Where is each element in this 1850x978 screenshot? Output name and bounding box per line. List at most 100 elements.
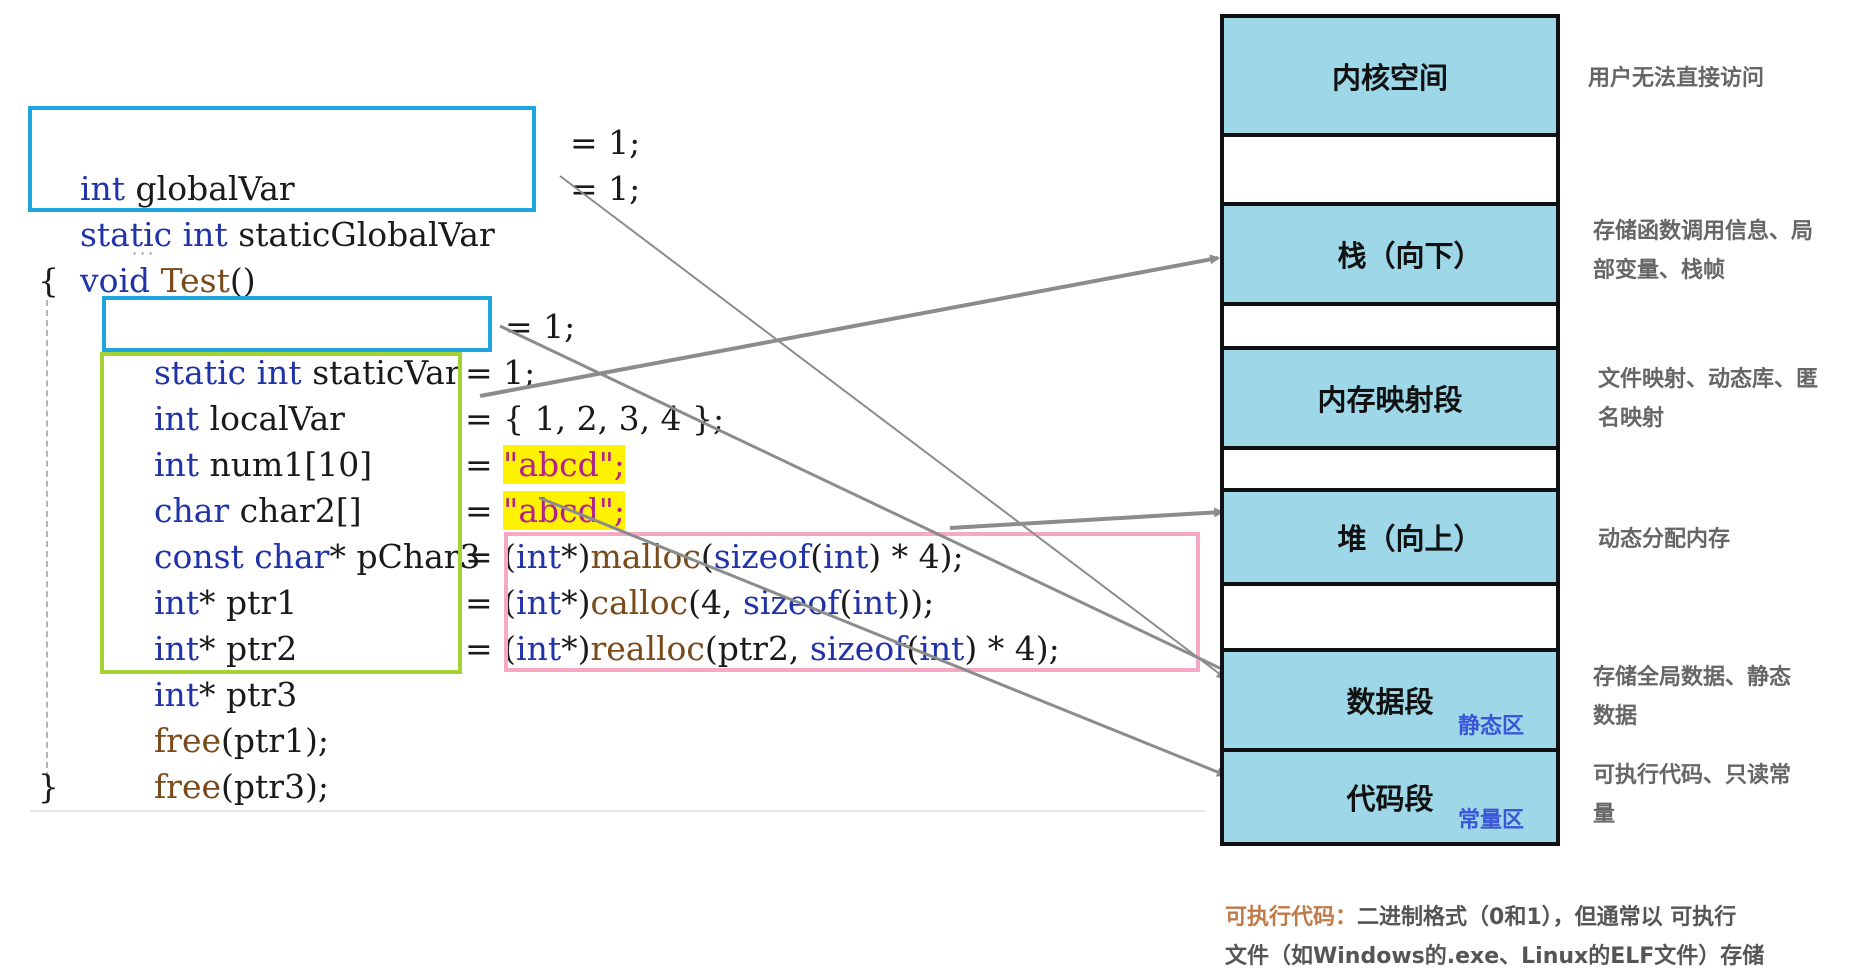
punctuation: { bbox=[38, 261, 59, 300]
keyword: int bbox=[153, 583, 200, 622]
static-local-frame bbox=[102, 296, 492, 352]
code-assign-globalvar: = 1; bbox=[570, 120, 640, 166]
segment-label: 堆（向上） bbox=[1337, 522, 1483, 556]
note-text: 数据 bbox=[1593, 704, 1638, 729]
segment-divider bbox=[1224, 748, 1556, 752]
code-line-ptr1: int* ptr1 bbox=[112, 534, 297, 622]
segment-label: 代码段 bbox=[1346, 782, 1434, 816]
keyword: int bbox=[153, 675, 200, 714]
segment-label: 内存映射段 bbox=[1317, 383, 1463, 417]
note-text: 文件映射、动态库、匿 bbox=[1598, 367, 1819, 392]
note-text: 文件（如Windows的.exe、Linux的ELF文件）存储 bbox=[1225, 944, 1765, 969]
note-text: 可执行代码、只读常 bbox=[1593, 763, 1792, 788]
note-lead: 可执行代码： bbox=[1225, 905, 1358, 930]
identifier: * ptr3 bbox=[199, 675, 298, 714]
code-panel: int globalVar = 1; static int staticGlob… bbox=[28, 106, 1205, 812]
code-line-globalvar: int globalVar bbox=[38, 120, 295, 208]
segment-divider bbox=[1224, 582, 1556, 586]
code-assign-staticvar: = 1; bbox=[505, 304, 575, 350]
note-text: 部变量、栈帧 bbox=[1593, 258, 1726, 283]
segment-stack: 栈（向下） bbox=[1224, 206, 1556, 302]
segment-label: 内核空间 bbox=[1331, 60, 1448, 95]
identifier: staticVar bbox=[301, 353, 461, 392]
squiggle-marker: ··· bbox=[132, 244, 157, 263]
identifier: staticGlobalVar bbox=[227, 215, 495, 254]
keyword: static int bbox=[153, 353, 302, 392]
keyword: int bbox=[153, 629, 200, 668]
segment-data: 数据段 静态区 bbox=[1224, 652, 1556, 748]
assign-op: = bbox=[465, 445, 504, 484]
segment-tag: 静态区 bbox=[1458, 714, 1525, 739]
segment-divider bbox=[1224, 648, 1556, 652]
code-assign-pchar3: = "abcd"; bbox=[465, 488, 626, 534]
segment-divider bbox=[1224, 488, 1556, 492]
segment-mmap: 内存映射段 bbox=[1224, 350, 1556, 446]
code-line-num1: int num1[10] bbox=[112, 396, 372, 484]
note-data: 存储全局数据、静态数据 bbox=[1593, 658, 1791, 736]
string-literal: "abcd" bbox=[503, 445, 614, 484]
identifier: char2[] bbox=[229, 491, 362, 530]
code-line-ptr2: int* ptr2 bbox=[112, 580, 297, 668]
segment-gap bbox=[1224, 450, 1556, 488]
note-text: 名映射 bbox=[1598, 406, 1665, 431]
memory-layout: 内核空间 栈（向下） 内存映射段 堆（向上） 数据段 静态区 代码段 常量区 bbox=[1220, 14, 1560, 846]
code-line-test-func: void Test() bbox=[38, 212, 256, 300]
semicolon: ; bbox=[613, 445, 626, 484]
identifier: * ptr2 bbox=[199, 629, 298, 668]
code-line-free-ptr1: free(ptr1); bbox=[112, 672, 329, 760]
assign-value: = 1; bbox=[570, 123, 641, 162]
keyword: const char bbox=[153, 537, 330, 576]
executable-code-note: 可执行代码：二进制格式（0和1），但通常以 可执行 文件（如Windows的.e… bbox=[1225, 898, 1825, 976]
punctuation: () bbox=[229, 261, 256, 300]
code-assign-num1: = { 1, 2, 3, 4 }; bbox=[465, 396, 724, 442]
function-name: free bbox=[153, 767, 222, 806]
code-line-localvar: int localVar bbox=[112, 350, 345, 438]
segment-divider bbox=[1224, 202, 1556, 206]
note-text: 二进制格式（0和1），但通常以 可执行 bbox=[1357, 905, 1737, 930]
assign-op: = bbox=[465, 583, 504, 622]
segment-tag: 常量区 bbox=[1458, 808, 1525, 833]
local-vars-frame bbox=[100, 352, 462, 674]
segment-divider bbox=[1224, 302, 1556, 306]
note-text: 存储函数调用信息、局 bbox=[1593, 219, 1814, 244]
assign-op: = bbox=[465, 491, 504, 530]
punctuation: (ptr3); bbox=[221, 767, 330, 806]
note-text: 量 bbox=[1593, 802, 1616, 827]
code-divider bbox=[30, 810, 1205, 812]
identifier: * ptr1 bbox=[199, 583, 298, 622]
segment-divider bbox=[1224, 446, 1556, 450]
segment-heap: 堆（向上） bbox=[1224, 492, 1556, 582]
string-literal: "abcd" bbox=[503, 491, 614, 530]
note-heap: 动态分配内存 bbox=[1598, 520, 1730, 559]
code-line-free-ptr3: free(ptr3); bbox=[112, 718, 329, 806]
identifier: num1[10] bbox=[199, 445, 373, 484]
code-assign-staticglobalvar: = 1; bbox=[570, 166, 640, 212]
note-text: 存储全局数据、静态 bbox=[1593, 665, 1792, 690]
note-kernel: 用户无法直接访问 bbox=[1588, 59, 1764, 98]
code-line-staticvar: static int staticVar bbox=[112, 304, 461, 392]
function-name: Test bbox=[160, 261, 230, 300]
segment-label: 数据段 bbox=[1346, 685, 1434, 719]
identifier: globalVar bbox=[125, 169, 295, 208]
code-line-staticglobalvar: static int staticGlobalVar bbox=[38, 166, 495, 254]
segment-divider bbox=[1224, 346, 1556, 350]
global-static-frame bbox=[28, 106, 536, 212]
identifier: localVar bbox=[199, 399, 345, 438]
segment-gap bbox=[1224, 137, 1556, 202]
note-stack: 存储函数调用信息、局部变量、栈帧 bbox=[1593, 212, 1813, 290]
punctuation: (ptr1); bbox=[221, 721, 330, 760]
note-mmap: 文件映射、动态库、匿名映射 bbox=[1598, 360, 1818, 438]
note-text: 用户无法直接访问 bbox=[1588, 66, 1765, 91]
assign-value: = 1; bbox=[505, 307, 576, 346]
keyword: char bbox=[153, 491, 230, 530]
note-text: 动态分配内存 bbox=[1598, 527, 1731, 552]
segment-code: 代码段 常量区 bbox=[1224, 752, 1556, 842]
code-line-char2: char char2[] bbox=[112, 442, 362, 530]
keyword: static int bbox=[79, 215, 228, 254]
keyword: int bbox=[153, 445, 200, 484]
code-line-ptr3: int* ptr3 bbox=[112, 626, 297, 714]
keyword: int bbox=[153, 399, 200, 438]
semicolon: ; bbox=[613, 491, 626, 530]
assign-value: = { 1, 2, 3, 4 }; bbox=[465, 399, 725, 438]
segment-label: 栈（向下） bbox=[1337, 239, 1483, 273]
